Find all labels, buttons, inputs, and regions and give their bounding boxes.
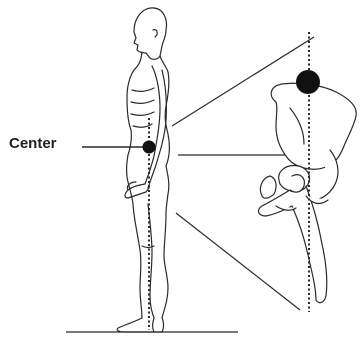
pelvis-center-dot	[296, 70, 320, 94]
center-label: Center	[9, 135, 57, 152]
center-dot	[143, 141, 156, 154]
zoom-line-bottom	[176, 213, 300, 310]
human-figure	[117, 8, 169, 332]
pelvis-illustration	[259, 83, 357, 302]
